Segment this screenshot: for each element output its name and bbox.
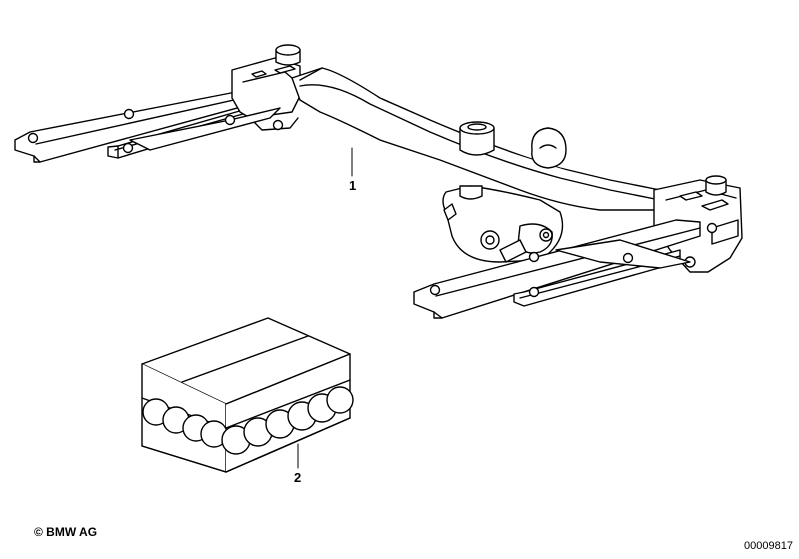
diagram-id: 00009817 <box>744 540 793 552</box>
kit-box <box>141 317 354 473</box>
copyright-text: © BMW AG <box>34 525 98 539</box>
callout-2: 2 <box>294 470 302 485</box>
callout-1: 1 <box>349 178 357 193</box>
tow-hitch-frame <box>14 44 743 319</box>
